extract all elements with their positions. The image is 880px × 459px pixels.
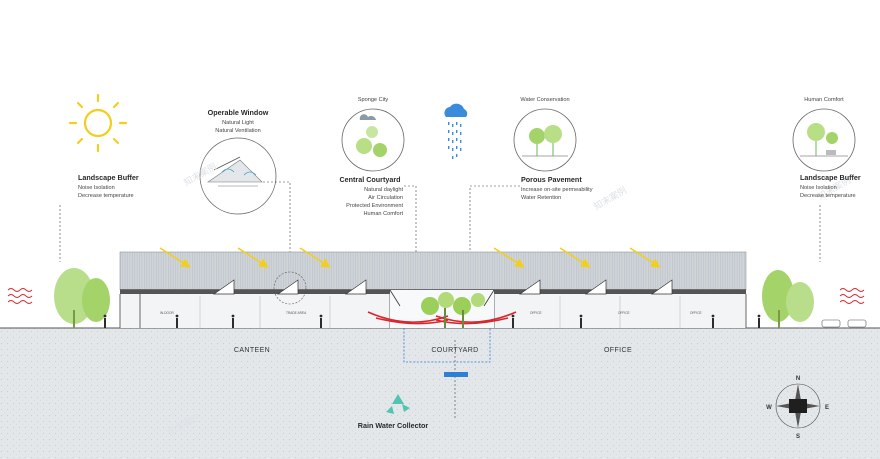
compass-s: S (796, 434, 800, 440)
water-conservation-vignette (513, 108, 577, 172)
central-courtyard-line1: Natural daylight (364, 187, 403, 193)
landscape-buffer-left-title: Landscape Buffer (78, 173, 139, 182)
compass-w: W (766, 405, 772, 411)
zone-canteen: CANTEEN (234, 347, 270, 354)
compass-e: E (825, 405, 829, 411)
landscape-buffer-right-line1: Noise Isolation (800, 185, 837, 191)
room-label-3: OFFICE (530, 311, 542, 315)
sun-ray-arrows (159, 247, 661, 268)
people (103, 314, 761, 328)
operable-window-vignette (199, 137, 277, 215)
courtyard-trees (421, 292, 485, 328)
building-roof (119, 251, 747, 294)
rain-cloud-icon (444, 103, 468, 159)
right-trees (762, 270, 814, 328)
room-label-1: IN-DOOR (160, 311, 175, 315)
human-comfort-label: Human Comfort (804, 97, 844, 103)
landscape-buffer-left-line2: Decrease temperature (78, 193, 134, 199)
landscape-buffer-left-line1: Noise Isolation (78, 185, 115, 191)
ground-texture (0, 328, 880, 459)
room-label-5: OFFICE (690, 311, 702, 315)
building-interior: IN-DOOR TRADE AREA OFFICE OFFICE OFFICE (119, 279, 747, 328)
room-label-2: TRADE AREA (286, 311, 307, 315)
operable-window-title: Operable Window (208, 108, 269, 117)
recycle-icon (386, 394, 410, 414)
sponge-city-vignette (341, 108, 405, 172)
central-courtyard-line2: Air Circulation (368, 195, 403, 201)
zone-courtyard: COURTYARD (431, 347, 478, 354)
porous-pavement-line2: Water Retention (521, 195, 561, 201)
air-flow-arrows (367, 311, 517, 325)
courtyard-basin (403, 328, 491, 363)
landscape-buffer-right-line2: Decrease temperature (800, 193, 856, 199)
water-tank (444, 372, 468, 377)
left-trees (54, 268, 110, 328)
zone-office: OFFICE (604, 347, 632, 354)
room-label-4: OFFICE (618, 311, 630, 315)
window-highlight (273, 271, 307, 305)
human-comfort-vignette (792, 108, 856, 172)
compass-icon (775, 383, 821, 429)
sun-icon (68, 93, 128, 153)
sponge-city-label: Sponge City (358, 97, 389, 103)
central-courtyard-line3: Protected Environment (346, 203, 403, 209)
central-courtyard-title: Central Courtyard (339, 175, 400, 184)
central-courtyard-line4: Human Comfort (364, 211, 404, 217)
noise-waves-right (839, 288, 865, 304)
svg-text:知末案例: 知末案例 (592, 184, 629, 212)
compass-n: N (796, 376, 800, 382)
rain-collector-label: Rain Water Collector (358, 421, 429, 430)
landscape-buffer-right-title: Landscape Buffer (800, 173, 861, 182)
noise-waves-left (7, 288, 33, 304)
operable-window-line2: Natural Ventilation (215, 128, 260, 134)
cars (821, 319, 867, 328)
porous-pavement-line1: Increase on-site permeability (521, 187, 593, 193)
operable-window-line1: Natural Light (222, 120, 254, 126)
water-conservation-label: Water Conservation (520, 97, 569, 103)
porous-pavement-title: Porous Pavement (521, 175, 582, 184)
